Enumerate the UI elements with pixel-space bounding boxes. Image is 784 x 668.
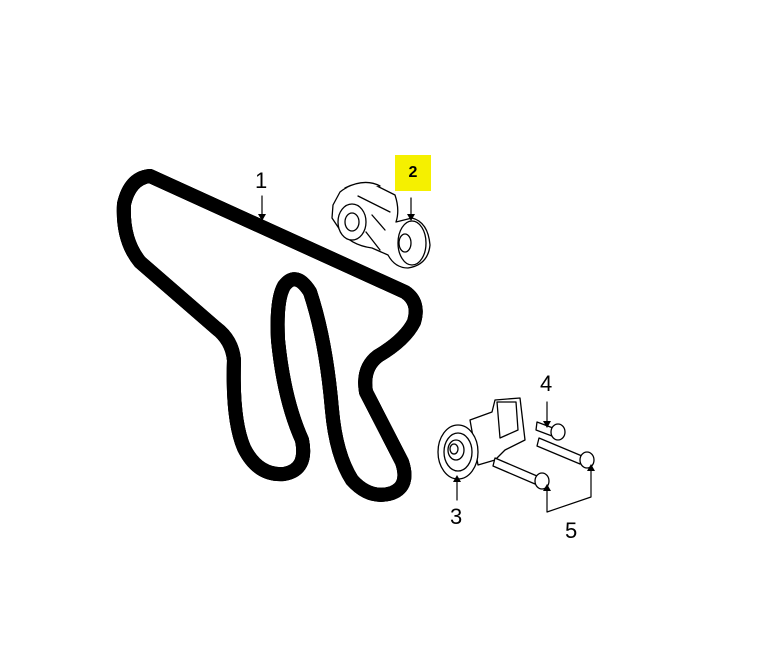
- callout-2[interactable]: 2: [395, 155, 431, 191]
- arrowheads: [258, 214, 595, 491]
- callout-1[interactable]: 1: [255, 168, 268, 193]
- callout-5[interactable]: 5: [565, 518, 578, 543]
- bolt-5-upper[interactable]: [536, 437, 595, 469]
- idler-pulley-assembly[interactable]: [437, 397, 526, 480]
- callout-3[interactable]: 3: [450, 504, 463, 529]
- serpentine-belt[interactable]: [124, 169, 416, 495]
- tensioner-assembly[interactable]: [331, 181, 431, 269]
- bolt-5-lower[interactable]: [492, 457, 550, 490]
- bolt-4[interactable]: [535, 421, 566, 441]
- leader-lines: [261, 195, 592, 513]
- callout-4[interactable]: 4: [540, 371, 553, 396]
